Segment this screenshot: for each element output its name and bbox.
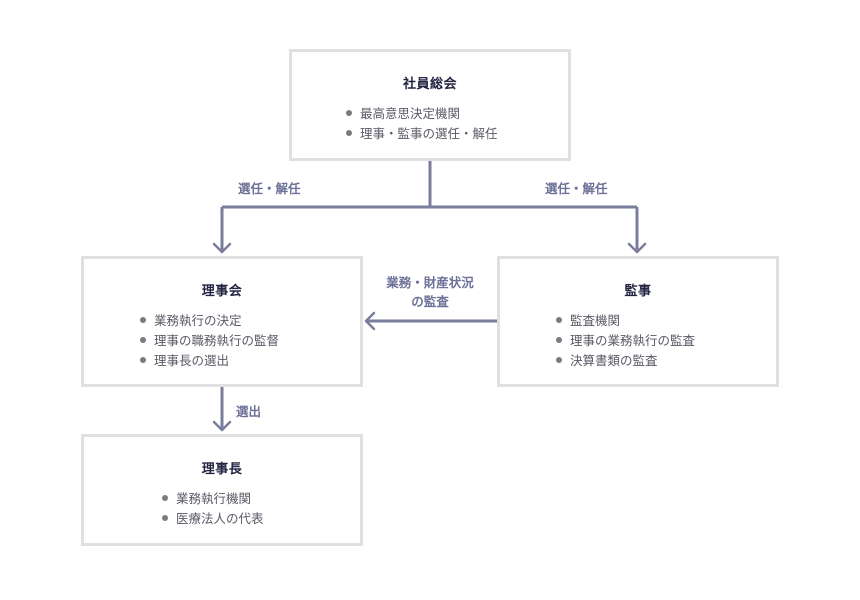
edge-label-audit: 業務・財産状況 の監査 <box>374 273 486 311</box>
list-item: 理事・監事の選任・解任 <box>346 124 568 144</box>
edge-label-audit-line2: の監査 <box>411 294 449 309</box>
board-box: 理事会 業務執行の決定 理事の職務執行の監督 理事長の選出 <box>81 256 363 387</box>
arrowhead-auditor <box>627 242 647 254</box>
bullet-icon <box>346 110 352 116</box>
arrowhead-board <box>212 242 232 254</box>
general-meeting-box: 社員総会 最高意思決定機関 理事・監事の選任・解任 <box>289 49 571 161</box>
bullet-icon <box>556 317 562 323</box>
list-item: 理事長の選出 <box>140 351 360 371</box>
list-item: 決算書類の監査 <box>556 351 776 371</box>
bullet-icon <box>556 337 562 343</box>
arrowhead-chairman <box>212 420 232 432</box>
chairman-items: 業務執行機関 医療法人の代表 <box>162 489 360 529</box>
list-item: 理事の職務執行の監督 <box>140 331 360 351</box>
bullet-icon <box>162 515 168 521</box>
list-item: 業務執行の決定 <box>140 311 360 331</box>
list-item: 理事の業務執行の監査 <box>556 331 776 351</box>
edge-label-audit-line1: 業務・財産状況 <box>386 275 474 290</box>
bullet-icon <box>140 337 146 343</box>
chairman-title: 理事長 <box>201 462 243 477</box>
list-item: 最高意思決定機関 <box>346 104 568 124</box>
edge-label-to-chairman: 選出 <box>236 404 262 419</box>
board-title: 理事会 <box>201 284 243 299</box>
bullet-icon <box>140 317 146 323</box>
board-items: 業務執行の決定 理事の職務執行の監督 理事長の選出 <box>140 311 360 371</box>
general-meeting-items: 最高意思決定機関 理事・監事の選任・解任 <box>346 104 568 144</box>
general-meeting-title: 社員総会 <box>402 77 457 92</box>
list-item: 医療法人の代表 <box>162 509 360 529</box>
list-item: 監査機関 <box>556 311 776 331</box>
bullet-icon <box>556 357 562 363</box>
arrowhead-audit <box>364 311 376 331</box>
list-item: 業務執行機関 <box>162 489 360 509</box>
edge-label-to-board: 選任・解任 <box>238 181 301 196</box>
chairman-box: 理事長 業務執行機関 医療法人の代表 <box>81 434 363 546</box>
edge-label-to-auditor: 選任・解任 <box>545 181 608 196</box>
auditor-title: 監事 <box>624 284 652 299</box>
auditor-box: 監事 監査機関 理事の業務執行の監査 決算書類の監査 <box>497 256 779 387</box>
auditor-items: 監査機関 理事の業務執行の監査 決算書類の監査 <box>556 311 776 371</box>
bullet-icon <box>162 495 168 501</box>
bullet-icon <box>140 357 146 363</box>
bullet-icon <box>346 130 352 136</box>
